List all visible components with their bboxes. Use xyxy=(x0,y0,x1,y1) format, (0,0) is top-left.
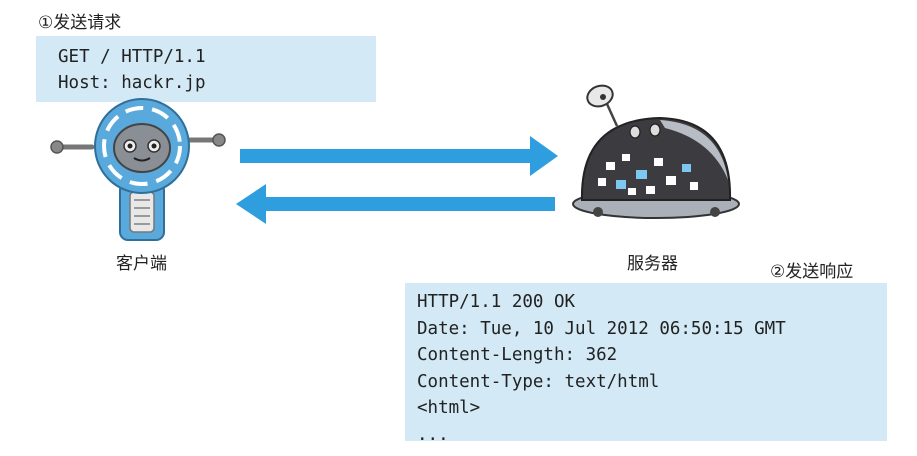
request-message-box: GET / HTTP/1.1 Host: hackr.jp xyxy=(36,36,376,102)
request-step-label: ①发送请求 xyxy=(38,13,122,33)
response-line: ... xyxy=(417,424,449,445)
response-line: Content-Type: text/html xyxy=(417,371,660,392)
response-arrow xyxy=(236,184,555,224)
response-line: <html> xyxy=(417,398,481,419)
robot-client-icon xyxy=(50,98,226,241)
server-label: 服务器 xyxy=(627,254,678,274)
response-message-box: HTTP/1.1 200 OK Date: Tue, 10 Jul 2012 0… xyxy=(405,283,887,445)
response-line: Content-Length: 362 xyxy=(417,345,618,366)
response-line: Date: Tue, 10 Jul 2012 06:50:15 GMT xyxy=(417,318,786,339)
client-label: 客户端 xyxy=(116,254,167,274)
request-arrow xyxy=(240,136,558,176)
response-step-label: ②发送响应 xyxy=(770,262,854,282)
response-line: HTTP/1.1 200 OK xyxy=(417,292,576,312)
robot-server-icon xyxy=(572,84,740,219)
request-line: Host: hackr.jp xyxy=(58,73,206,93)
request-line: GET / HTTP/1.1 xyxy=(58,47,206,67)
